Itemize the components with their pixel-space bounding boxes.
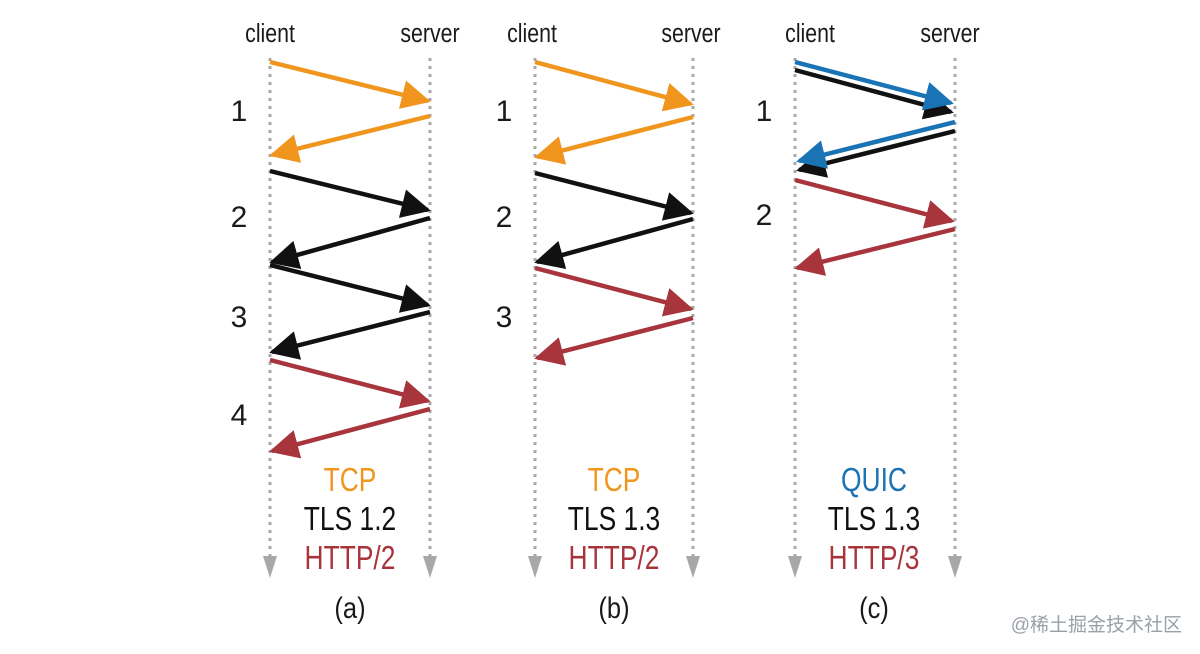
panel-caption: (a): [334, 591, 365, 624]
tls-server-hello-arrow: [269, 215, 431, 270]
round-number: 4: [231, 399, 248, 432]
server-timeline-arrowhead: [948, 556, 962, 578]
transport-protocol-label: TCP: [588, 462, 641, 498]
round-number: 1: [231, 95, 248, 128]
panel-c: client server 1 2 QUIC TLS 1.3 HTTP/3 (c…: [756, 19, 980, 624]
tcp-syn-ack-arrow: [534, 114, 694, 165]
round-number: 3: [231, 301, 248, 334]
client-timeline-arrowhead: [788, 556, 802, 578]
watermark: @稀土掘金技术社区: [1011, 614, 1182, 636]
round-number: 2: [756, 199, 773, 232]
transport-protocol-label: QUIC: [841, 462, 907, 498]
http-response-arrow: [534, 315, 694, 366]
application-protocol-label: HTTP/2: [569, 540, 660, 576]
tcp-syn-arrow: [269, 59, 431, 109]
server-timeline-arrowhead: [686, 556, 700, 578]
client-label: client: [245, 19, 295, 49]
server-label: server: [920, 19, 979, 49]
http-response-arrow: [269, 406, 431, 459]
panel-a: client server 1 2 3 4 TCP TLS 1.2 HTTP/2…: [231, 19, 460, 624]
round-number: 1: [756, 95, 773, 128]
client-timeline-arrowhead: [263, 556, 277, 578]
panel-b: client server 1 2 3 TCP TLS 1.3 HTTP/2 (…: [496, 19, 721, 624]
application-protocol-label: HTTP/3: [829, 540, 920, 576]
http-request-arrow: [269, 357, 431, 409]
panel-caption: (b): [598, 591, 629, 624]
tls-finished-arrow: [269, 309, 431, 360]
http-request-arrow: [794, 177, 955, 229]
client-timeline-arrowhead: [528, 556, 542, 578]
tcp-syn-arrow: [534, 59, 694, 112]
tls-server-hello-arrow: [534, 216, 694, 270]
quic-initial-arrow: [794, 59, 954, 111]
panel-caption: (c): [859, 591, 889, 624]
security-protocol-label: TLS 1.3: [568, 501, 660, 537]
round-number: 2: [231, 201, 248, 234]
round-number: 3: [496, 301, 513, 334]
tls-server-hello-arrow: [796, 128, 956, 178]
http-response-arrow: [794, 226, 956, 276]
security-protocol-label: TLS 1.2: [304, 501, 396, 537]
tls-key-exchange-arrow: [269, 262, 431, 313]
server-timeline-arrowhead: [423, 556, 437, 578]
round-number: 2: [496, 201, 513, 234]
tcp-syn-ack-arrow: [269, 113, 431, 163]
client-label: client: [507, 19, 557, 49]
transport-protocol-label: TCP: [324, 462, 377, 498]
client-label: client: [785, 19, 835, 49]
server-label: server: [661, 19, 720, 49]
round-number: 1: [496, 95, 513, 128]
security-protocol-label: TLS 1.3: [828, 501, 920, 537]
tls-client-hello-arrow: [794, 67, 954, 120]
tls-client-hello-arrow: [269, 168, 431, 218]
tls-client-hello-arrow: [534, 170, 694, 221]
server-label: server: [400, 19, 459, 49]
application-protocol-label: HTTP/2: [305, 540, 396, 576]
http-request-arrow: [534, 265, 694, 317]
quic-handshake-arrow: [796, 119, 956, 169]
